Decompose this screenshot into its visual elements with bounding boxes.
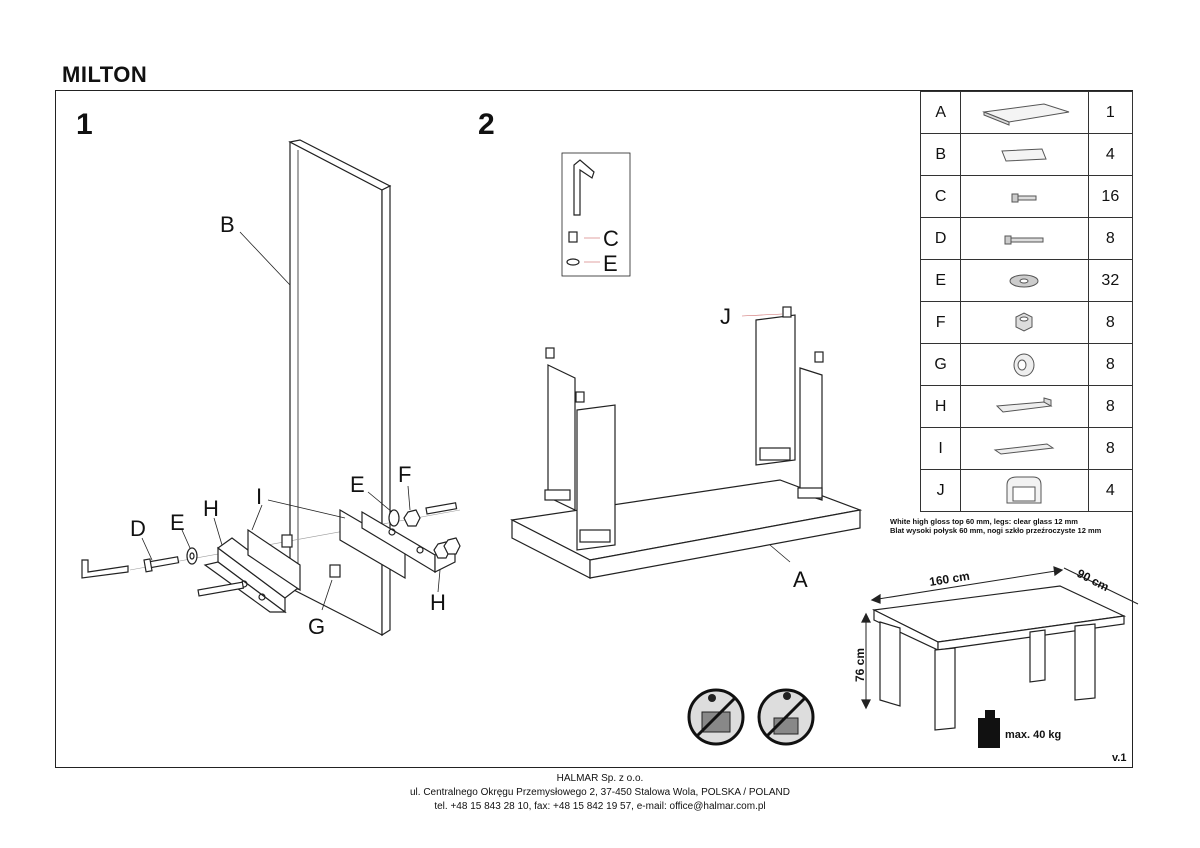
no-climbing-icon bbox=[757, 688, 815, 746]
washer-icon bbox=[961, 271, 1087, 291]
label-i: I bbox=[256, 484, 262, 509]
no-standing-icon bbox=[687, 688, 745, 746]
part-quantity: 4 bbox=[1087, 469, 1134, 512]
inset-detail-drawing bbox=[561, 152, 631, 277]
weight-icon bbox=[978, 710, 1000, 748]
allen-key-drawing bbox=[81, 559, 129, 579]
part-picture bbox=[960, 301, 1089, 344]
part-quantity: 8 bbox=[1087, 217, 1134, 260]
label-e-left: E bbox=[170, 510, 185, 535]
dim-depth: 90 cm bbox=[1075, 566, 1112, 594]
version: v.1 bbox=[1112, 752, 1127, 764]
bracket-icon bbox=[961, 396, 1087, 418]
part-letter: C bbox=[919, 175, 962, 218]
part-letter: B bbox=[919, 133, 962, 176]
label-g: G bbox=[308, 614, 325, 639]
part-quantity: 4 bbox=[1087, 133, 1134, 176]
label-h-left: H bbox=[203, 496, 219, 521]
spec-en: White high gloss top 60 mm, legs: clear … bbox=[890, 517, 1078, 526]
glass-leg-icon bbox=[961, 145, 1087, 165]
part-letter: I bbox=[919, 427, 962, 470]
spec-pl: Blat wysoki połysk 60 mm, nogi szkło prz… bbox=[890, 526, 1102, 535]
dim-height: 76 cm bbox=[853, 648, 867, 682]
part-letter: F bbox=[919, 301, 962, 344]
part-quantity: 1 bbox=[1087, 91, 1134, 134]
bracket-h-left-drawing bbox=[203, 537, 299, 614]
footer: HALMAR Sp. z o.o. ul. Centralnego Okręgu… bbox=[0, 772, 1200, 814]
short-screw-icon bbox=[961, 189, 1087, 205]
part-picture bbox=[960, 217, 1089, 260]
part-letter: G bbox=[919, 343, 962, 386]
clip-icon bbox=[961, 473, 1087, 509]
part-picture bbox=[960, 343, 1089, 386]
part-picture bbox=[960, 175, 1089, 218]
footer-contact: tel. +48 15 843 28 10, fax: +48 15 842 1… bbox=[434, 801, 766, 812]
part-picture bbox=[960, 427, 1089, 470]
part-quantity: 8 bbox=[1087, 343, 1134, 386]
part-quantity: 8 bbox=[1087, 385, 1134, 428]
material-spec: White high gloss top 60 mm, legs: clear … bbox=[890, 517, 1135, 535]
part-letter: E bbox=[919, 259, 962, 302]
step-2-number: 2 bbox=[478, 108, 495, 141]
product-title: MILTON bbox=[62, 62, 148, 87]
part-picture bbox=[960, 133, 1089, 176]
part-picture bbox=[960, 469, 1089, 512]
footer-company: HALMAR Sp. z o.o. bbox=[556, 773, 644, 784]
dimension-drawing bbox=[861, 566, 1139, 731]
spacer-icon bbox=[961, 351, 1087, 379]
part-letter: D bbox=[919, 217, 962, 260]
parts-row: C 16 bbox=[919, 175, 1134, 218]
part-quantity: 32 bbox=[1087, 259, 1134, 302]
part-letter: A bbox=[919, 91, 962, 134]
label-h-right: H bbox=[430, 590, 446, 615]
label-e-inset: E bbox=[603, 251, 618, 276]
glass-leg-b-drawing bbox=[288, 139, 392, 637]
footer-address: ul. Centralnego Okręgu Przemysłowego 2, … bbox=[409, 787, 790, 798]
label-f: F bbox=[398, 462, 411, 487]
plate-icon bbox=[961, 441, 1087, 457]
part-quantity: 16 bbox=[1087, 175, 1134, 218]
label-c: C bbox=[603, 226, 619, 251]
part-quantity: 8 bbox=[1087, 301, 1134, 344]
label-j: J bbox=[720, 304, 731, 329]
label-a: A bbox=[793, 567, 808, 592]
label-d: D bbox=[130, 516, 146, 541]
screw-d-drawing bbox=[143, 556, 180, 573]
legs-step2-drawing bbox=[547, 314, 823, 551]
step-1-number: 1 bbox=[76, 108, 93, 141]
part-picture bbox=[960, 91, 1089, 134]
instruction-frame bbox=[55, 90, 1133, 768]
label-e-right: E bbox=[350, 472, 365, 497]
dim-width: 160 cm bbox=[928, 569, 970, 589]
part-picture bbox=[960, 385, 1089, 428]
part-letter: J bbox=[919, 469, 962, 512]
long-screw-icon bbox=[961, 231, 1087, 247]
part-letter: H bbox=[919, 385, 962, 428]
nut-icon bbox=[961, 311, 1087, 335]
tabletop-icon bbox=[961, 100, 1087, 126]
part-quantity: 8 bbox=[1087, 427, 1134, 470]
max-load: max. 40 kg bbox=[1005, 729, 1062, 741]
parts-row: E 32 bbox=[919, 259, 1134, 302]
label-b: B bbox=[220, 212, 235, 237]
part-picture bbox=[960, 259, 1089, 302]
